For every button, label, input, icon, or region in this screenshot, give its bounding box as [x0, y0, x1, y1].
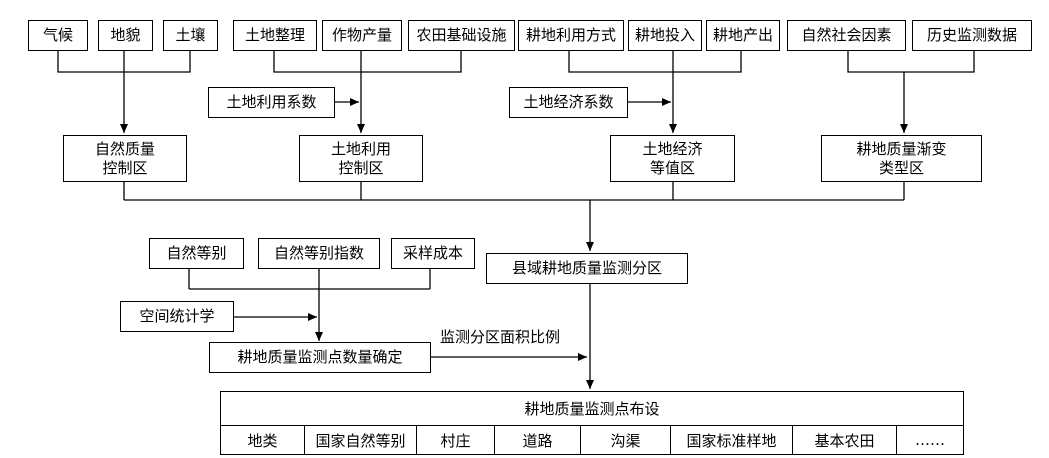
node-use-mode: 耕地利用方式: [518, 20, 624, 51]
table-cell-ditch: 沟渠: [581, 426, 671, 454]
node-land-economy-coefficient: 土地经济系数: [509, 87, 628, 118]
label-area-ratio: 监测分区面积比例: [440, 328, 561, 346]
node-crop-yield: 作物产量: [322, 20, 402, 51]
node-county-monitoring-zoning: 县域耕地质量监测分区: [486, 253, 688, 284]
node-spatial-statistics: 空间统计学: [120, 301, 234, 332]
table-cell-national-natural-grade: 国家自然等别: [305, 426, 417, 454]
table-cell-village: 村庄: [417, 426, 495, 454]
table-cell-ellipsis: ……: [915, 431, 945, 449]
node-climate: 气候: [28, 20, 88, 51]
node-farm-infrastructure: 农田基础设施: [408, 20, 515, 51]
node-sampling-cost: 采样成本: [391, 238, 475, 269]
node-input: 耕地投入: [628, 20, 702, 51]
node-land-use-coefficient: 土地利用系数: [208, 87, 335, 118]
node-natural-social-factors: 自然社会因素: [787, 20, 906, 51]
node-land-consolidation: 土地整理: [233, 20, 317, 51]
node-point-count-determination: 耕地质量监测点数量确定: [209, 342, 431, 373]
layout-table-row: 地类 国家自然等别 村庄 道路 沟渠 国家标准样地 基本农田 ……: [220, 425, 964, 455]
node-economic-zone: 土地经济 等值区: [610, 135, 735, 182]
table-cell-basic-farmland: 基本农田: [793, 426, 897, 454]
node-natural-grade-index: 自然等别指数: [258, 238, 380, 269]
node-output: 耕地产出: [706, 20, 780, 51]
node-soil: 土壤: [163, 20, 218, 51]
node-landform: 地貌: [98, 20, 153, 51]
node-gradual-type-zone: 耕地质量渐变 类型区: [821, 135, 982, 182]
node-land-use-zone: 土地利用 控制区: [299, 135, 423, 182]
table-cell-standard-sample-plot: 国家标准样地: [671, 426, 793, 454]
node-natural-quality-zone: 自然质量 控制区: [63, 135, 187, 182]
node-history-data: 历史监测数据: [912, 20, 1032, 51]
node-natural-grade: 自然等别: [149, 238, 244, 269]
layout-table-title: 耕地质量监测点布设: [220, 391, 964, 425]
table-cell-road: 道路: [495, 426, 581, 454]
table-cell-land-type: 地类: [221, 426, 305, 454]
